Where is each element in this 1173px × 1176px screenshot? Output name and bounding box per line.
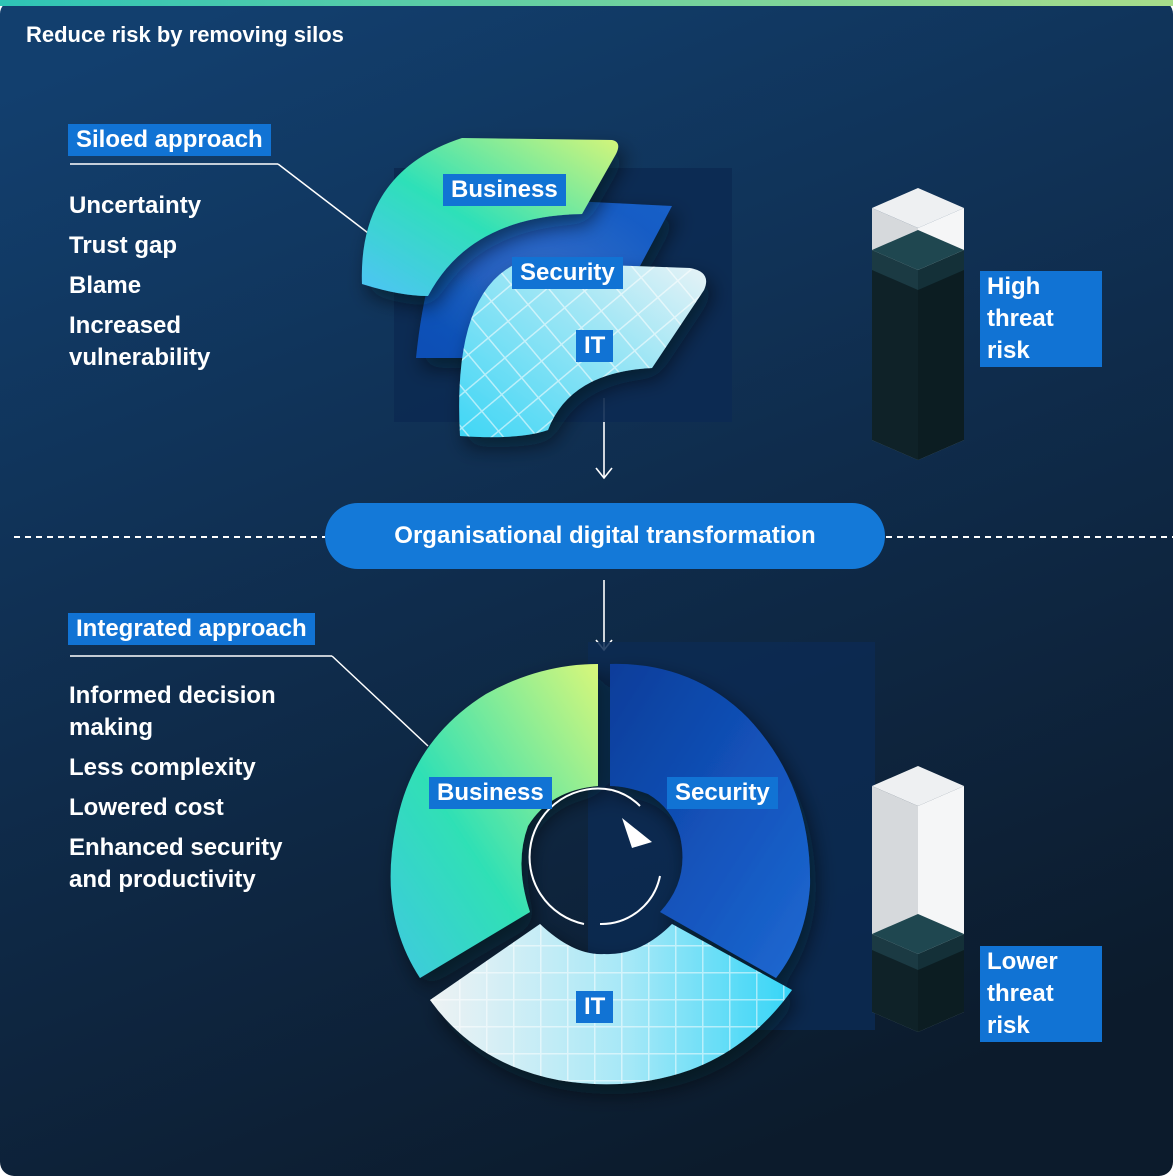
list-item: Less complexity — [69, 754, 256, 781]
integrated-outcomes-list: Informed decision making Less complexity… — [69, 680, 369, 904]
integrated-it-label: IT — [576, 991, 614, 1023]
list-item: Blame — [69, 272, 142, 299]
high-risk-bar — [872, 188, 964, 460]
list-item: Uncertainty — [69, 192, 202, 219]
page-title: Reduce risk by removing silos — [26, 22, 344, 47]
list-item: Informed decision making — [69, 682, 276, 741]
list-item: Increased vulnerability — [69, 312, 211, 371]
transformation-pill: Organisational digital transformation — [325, 503, 885, 569]
siloed-outcomes-list: Uncertainty Trust gap Blame Increased vu… — [69, 190, 329, 382]
list-item: Trust gap — [69, 232, 178, 259]
siloed-business-label: Business — [443, 174, 566, 206]
integrated-approach-label: Integrated approach — [68, 613, 315, 645]
siloed-it-label: IT — [576, 330, 614, 362]
list-item: Lowered cost — [69, 794, 224, 821]
integrated-business-label: Business — [429, 777, 552, 809]
siloed-approach-label: Siloed approach — [68, 124, 271, 156]
siloed-security-label: Security — [512, 257, 623, 289]
high-threat-risk-label: High threat risk — [980, 271, 1102, 367]
list-item: Enhanced security and productivity — [69, 834, 283, 893]
lower-risk-bar — [872, 766, 964, 1032]
integrated-security-label: Security — [667, 777, 778, 809]
lower-threat-risk-label: Lower threat risk — [980, 946, 1102, 1042]
